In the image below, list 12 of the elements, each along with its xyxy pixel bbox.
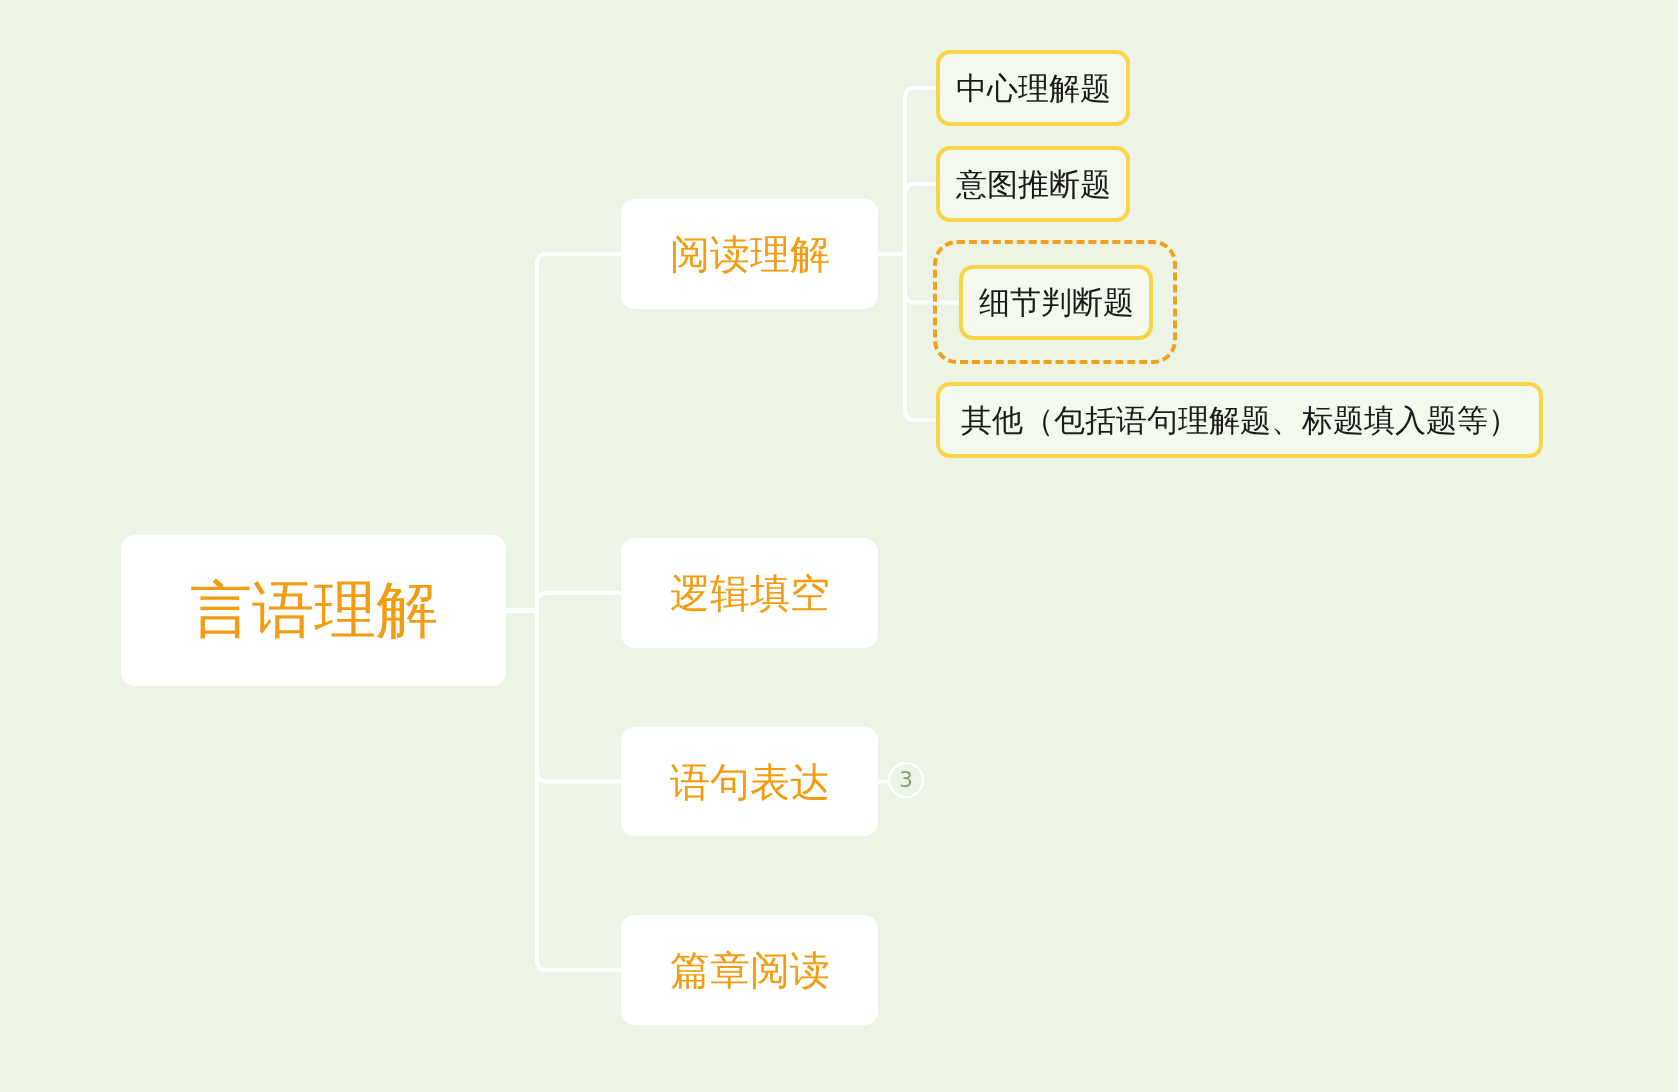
leaf-topic-box: 意图推断题 (936, 146, 1130, 222)
count-circle: 3 (888, 762, 924, 798)
subtopic-box: 阅读理解 (621, 199, 878, 309)
subtopic-box: 语句表达 (621, 727, 878, 836)
connector-line (878, 779, 888, 784)
subtopic-box: 篇章阅读 (621, 915, 878, 1025)
subtopic-box: 逻辑填空 (621, 538, 878, 648)
leaf-topic-box: 中心理解题 (936, 50, 1130, 126)
highlight-frame (933, 240, 1177, 364)
main-topic-box: 言语理解 (121, 535, 506, 686)
leaf-topic-box: 其他（包括语句理解题、标题填入题等） (936, 382, 1543, 458)
leaf-topic-box: 细节判断题 (959, 265, 1153, 340)
